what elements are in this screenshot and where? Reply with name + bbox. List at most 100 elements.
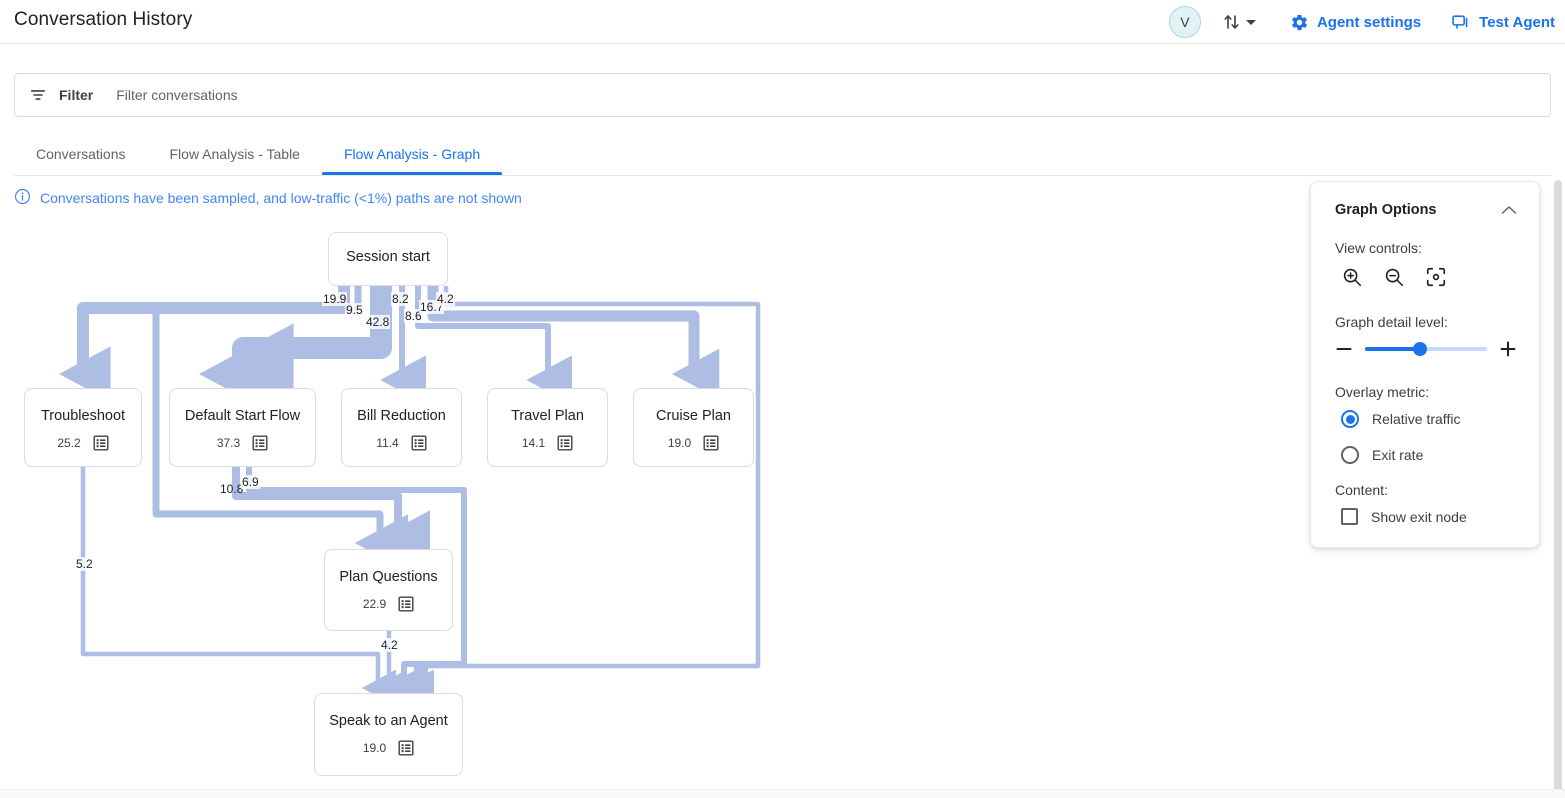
node-value: 14.1 [521, 436, 546, 450]
tab-flow-analysis-table[interactable]: Flow Analysis - Table [169, 146, 300, 162]
graph-node-plan-questions[interactable]: Plan Questions 22.9 [324, 549, 453, 631]
radio-relative-traffic[interactable]: Relative traffic [1335, 410, 1517, 428]
page-title: Conversation History [14, 9, 193, 30]
test-agent-label: Test Agent [1479, 13, 1555, 31]
slider-thumb[interactable] [1412, 342, 1427, 356]
app-header: Conversation History V [0, 0, 1565, 44]
node-details-icon[interactable] [398, 596, 414, 612]
graph-node-travel-plan[interactable]: Travel Plan 14.1 [487, 388, 608, 467]
node-label: Plan Questions [339, 569, 438, 585]
node-metric: 22.9 [363, 596, 414, 612]
checkbox-show-exit-node[interactable]: Show exit node [1335, 508, 1517, 525]
node-value: 19.0 [362, 741, 387, 755]
edge-label: 8.6 [404, 309, 423, 323]
edge-label: 19.9 [322, 292, 348, 306]
node-metric: 19.0 [363, 740, 414, 756]
sort-arrows-icon [1223, 12, 1241, 32]
radio-exit-rate[interactable]: Exit rate [1335, 446, 1517, 464]
node-details-icon[interactable] [557, 435, 573, 451]
filter-input[interactable] [114, 86, 1536, 104]
edge-label: 4.2 [436, 292, 455, 306]
zoom-in-icon[interactable] [1341, 266, 1363, 288]
node-label: Default Start Flow [184, 408, 301, 424]
node-label: Cruise Plan [656, 408, 731, 424]
node-metric: 14.1 [522, 435, 573, 451]
node-value: 25.2 [57, 436, 81, 450]
edge-label: 10.8 [220, 482, 244, 496]
chevron-up-icon[interactable] [1501, 205, 1517, 215]
radio-icon-unselected [1341, 446, 1359, 464]
checkbox-label: Show exit node [1371, 508, 1467, 525]
graph-node-default-start-flow[interactable]: Default Start Flow 37.3 [169, 388, 316, 467]
node-label: Session start [346, 249, 430, 265]
info-icon [14, 188, 31, 208]
filter-label: Filter [59, 87, 94, 103]
edge-label: 4.2 [380, 638, 399, 652]
node-label: Troubleshoot [40, 408, 126, 424]
node-label: Travel Plan [511, 408, 584, 424]
graph-detail-slider-row [1335, 340, 1517, 358]
tab-flow-analysis-graph[interactable]: Flow Analysis - Graph [321, 133, 503, 175]
checkbox-icon [1341, 508, 1358, 525]
node-value: 22.9 [362, 597, 387, 611]
center-fit-icon[interactable] [1425, 266, 1447, 288]
gear-icon [1290, 13, 1309, 32]
filter-bar[interactable]: Filter [14, 73, 1551, 117]
content-label: Content: [1335, 482, 1388, 498]
sampling-notice-text: Conversations have been sampled, and low… [40, 190, 522, 206]
zoom-out-icon[interactable] [1383, 266, 1405, 288]
tab-conversations[interactable]: Conversations [36, 146, 126, 162]
node-metric: 19.0 [668, 435, 719, 451]
graph-options-title: Graph Options [1335, 202, 1437, 218]
avatar-initial: V [1180, 14, 1190, 30]
view-controls-label: View controls: [1335, 240, 1422, 256]
minus-icon[interactable] [1335, 340, 1353, 358]
graph-options-header: Graph Options [1335, 202, 1517, 218]
node-details-icon[interactable] [252, 435, 268, 451]
graph-node-bill-reduction[interactable]: Bill Reduction 11.4 [341, 388, 462, 467]
agent-settings-label: Agent settings [1316, 13, 1422, 31]
graph-node-speak-to-an-agent[interactable]: Speak to an Agent 19.0 [314, 693, 463, 776]
graph-detail-level-label: Graph detail level: [1335, 314, 1448, 330]
node-value: 37.3 [216, 436, 241, 450]
edge-label: 9.5 [345, 303, 364, 317]
view-controls [1335, 266, 1517, 288]
filter-icon [29, 86, 47, 104]
sampling-notice: Conversations have been sampled, and low… [14, 188, 522, 208]
graph-options-panel: Graph Options View controls: [1310, 181, 1540, 548]
node-label: Speak to an Agent [329, 713, 448, 729]
avatar[interactable]: V [1168, 6, 1201, 38]
node-label: Bill Reduction [357, 408, 446, 424]
node-metric: 37.3 [217, 435, 268, 451]
node-value: 19.0 [667, 436, 692, 450]
edge-label: 6.9 [241, 475, 260, 489]
radio-label: Exit rate [1372, 447, 1424, 463]
test-agent-button[interactable]: Test Agent [1451, 13, 1555, 32]
vertical-scrollbar-thumb[interactable] [1554, 180, 1562, 792]
node-metric: 25.2 [57, 435, 109, 451]
graph-node-troubleshoot[interactable]: Troubleshoot 25.2 [24, 388, 142, 467]
edge-label: 42.8 [365, 315, 391, 329]
chevron-down-icon [1245, 19, 1256, 25]
tab-bar: Conversations Flow Analysis - Table Flow… [14, 133, 1551, 176]
overlay-metric-label: Overlay metric: [1335, 384, 1430, 400]
agent-settings-button[interactable]: Agent settings [1290, 13, 1421, 32]
graph-node-cruise-plan[interactable]: Cruise Plan 19.0 [633, 388, 754, 467]
radio-icon-selected [1341, 410, 1359, 428]
node-details-icon[interactable] [703, 435, 719, 451]
node-details-icon[interactable] [398, 740, 414, 756]
node-details-icon[interactable] [411, 435, 427, 451]
chat-bubble-icon [1451, 13, 1471, 32]
bottom-strip [0, 789, 1565, 798]
edge-label: 5.2 [75, 557, 94, 571]
node-value: 11.4 [376, 436, 399, 450]
node-metric: 11.4 [376, 435, 427, 451]
header-actions: V Agent settings [1168, 0, 1555, 44]
node-details-icon[interactable] [93, 435, 109, 451]
flow-graph-canvas[interactable]: Session start Troubleshoot 25.2 [0, 176, 1545, 788]
plus-icon[interactable] [1499, 340, 1517, 358]
graph-detail-slider[interactable] [1365, 342, 1487, 356]
graph-node-session-start[interactable]: Session start [328, 232, 448, 286]
sort-control[interactable] [1223, 12, 1256, 32]
radio-label: Relative traffic [1372, 411, 1461, 427]
